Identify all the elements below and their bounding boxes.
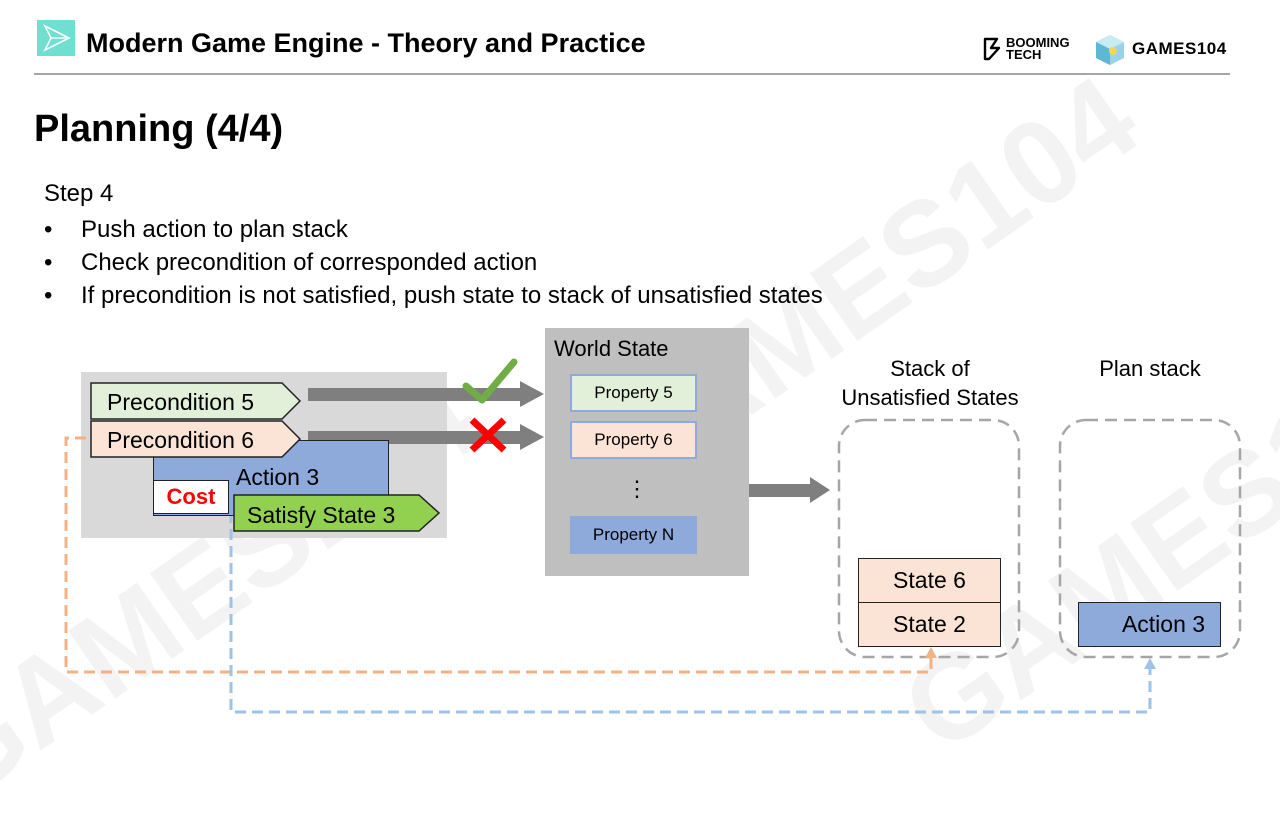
tech-text: TECH (1006, 47, 1042, 62)
property-n: Property N (570, 516, 697, 554)
precondition-5-label: Precondition 5 (107, 389, 255, 415)
bullet-item: If precondition is not satisfied, push s… (44, 279, 823, 312)
bullet-item: Check precondition of corresponded actio… (44, 246, 823, 279)
world-to-stack-arrow (749, 477, 830, 503)
unsatisfied-stack-title-line2: Unsatisfied States (841, 385, 1019, 410)
blue-arrowhead (1144, 658, 1156, 669)
games104-cube-icon (1094, 33, 1126, 72)
orange-dashed-connector (64, 436, 933, 674)
action-name: Action 3 (236, 464, 320, 490)
bullet-list: Push action to plan stack Check precondi… (44, 213, 823, 312)
course-title: Modern Game Engine - Theory and Practice (86, 28, 646, 58)
property-6: Property 6 (570, 421, 697, 459)
unsatisfied-state-item: State 2 (858, 602, 1001, 647)
property-5: Property 5 (570, 374, 697, 412)
booming-text: BOOMING (1006, 35, 1070, 50)
plan-stack-title: Plan stack (1099, 356, 1201, 381)
unsatisfied-state-item: State 6 (858, 558, 1001, 603)
cost-label: Cost (166, 484, 216, 509)
cross-icon (469, 417, 507, 453)
header-divider (34, 73, 1230, 75)
world-state-title: World State (554, 336, 669, 361)
booming-tech-icon (983, 37, 1001, 61)
bullet-item: Push action to plan stack (44, 213, 823, 246)
games104-logo-text: GAMES104 (1132, 39, 1227, 58)
blue-dashed-connector (229, 512, 1152, 714)
plan-stack-container (1058, 418, 1242, 659)
unsatisfied-stack-title: Stack of Unsatisfied States (820, 354, 1040, 412)
precondition-tag-5 (90, 382, 302, 420)
step-label: Step 4 (44, 180, 114, 207)
precondition-tag-6 (90, 420, 302, 458)
orange-arrowhead (925, 647, 937, 658)
effect-label: Satisfy State 3 (247, 502, 396, 528)
booming-tech-logo: BOOMING TECH (982, 36, 1070, 62)
slide-title: Planning (4/4) (34, 108, 284, 150)
checkmark-icon (462, 358, 518, 404)
property-ellipsis: ⋮ (626, 476, 648, 501)
cost-box: Cost (153, 480, 229, 514)
plan-stack-item: Action 3 (1078, 602, 1221, 647)
effect-tag (233, 494, 441, 532)
course-logo-icon (37, 20, 75, 56)
precondition-6-label: Precondition 6 (107, 427, 255, 453)
unsatisfied-stack-title-line1: Stack of (890, 356, 970, 381)
